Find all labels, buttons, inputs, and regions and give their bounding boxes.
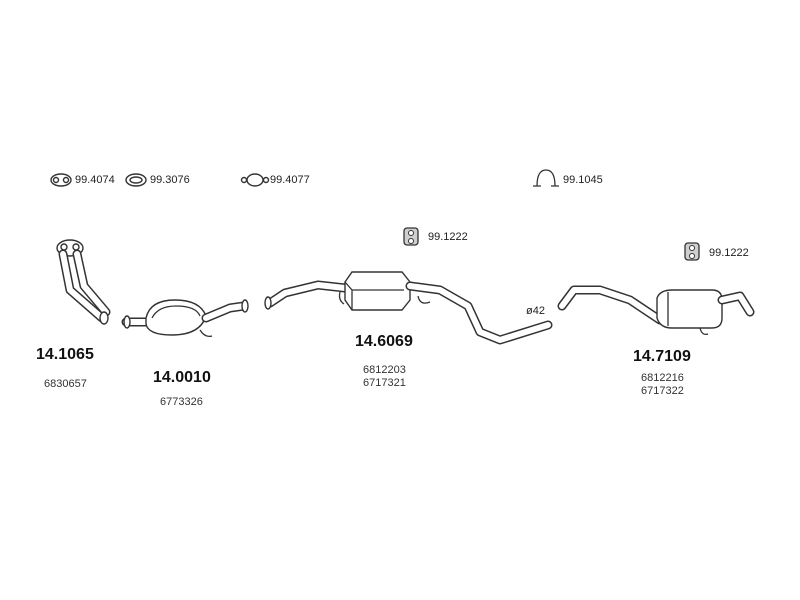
rubber-mount-icon bbox=[684, 242, 700, 261]
accessory-code: 99.4074 bbox=[75, 174, 115, 186]
oe-numbers: 6812203 6717321 bbox=[363, 364, 406, 390]
oe-number: 6717322 bbox=[641, 385, 684, 397]
part-number: 14.7109 bbox=[633, 348, 691, 365]
rubber-mount-icon bbox=[403, 227, 419, 246]
part-number: 14.1065 bbox=[36, 346, 94, 363]
oe-numbers: 6773326 bbox=[160, 396, 203, 409]
accessory-code: 99.1045 bbox=[563, 174, 603, 186]
oe-number: 6812203 bbox=[363, 364, 406, 376]
front-pipe-part bbox=[56, 239, 111, 325]
part-number: 14.6069 bbox=[355, 333, 413, 350]
accessory-code: 99.3076 bbox=[150, 174, 190, 186]
oe-number: 6812216 bbox=[641, 372, 684, 384]
ring-icon bbox=[125, 173, 147, 187]
accessory-code: 99.1222 bbox=[709, 247, 749, 259]
middle-silencer-part bbox=[264, 271, 553, 345]
catalytic-converter-part bbox=[121, 299, 249, 338]
oe-number: 6773326 bbox=[160, 396, 203, 408]
oe-numbers: 6812216 6717322 bbox=[641, 372, 684, 398]
clamp-icon bbox=[533, 169, 559, 187]
accessory-code: 99.1222 bbox=[428, 231, 468, 243]
part-number: 14.0010 bbox=[153, 369, 211, 386]
oe-number: 6717321 bbox=[363, 377, 406, 389]
accessory-code: 99.4077 bbox=[270, 174, 310, 186]
diameter-label: ø42 bbox=[526, 305, 545, 317]
gasket-icon bbox=[50, 173, 72, 187]
rear-silencer-part bbox=[557, 285, 755, 336]
oe-numbers: 6830657 bbox=[44, 378, 87, 391]
flange-gasket-icon bbox=[240, 173, 270, 187]
oe-number: 6830657 bbox=[44, 378, 87, 390]
